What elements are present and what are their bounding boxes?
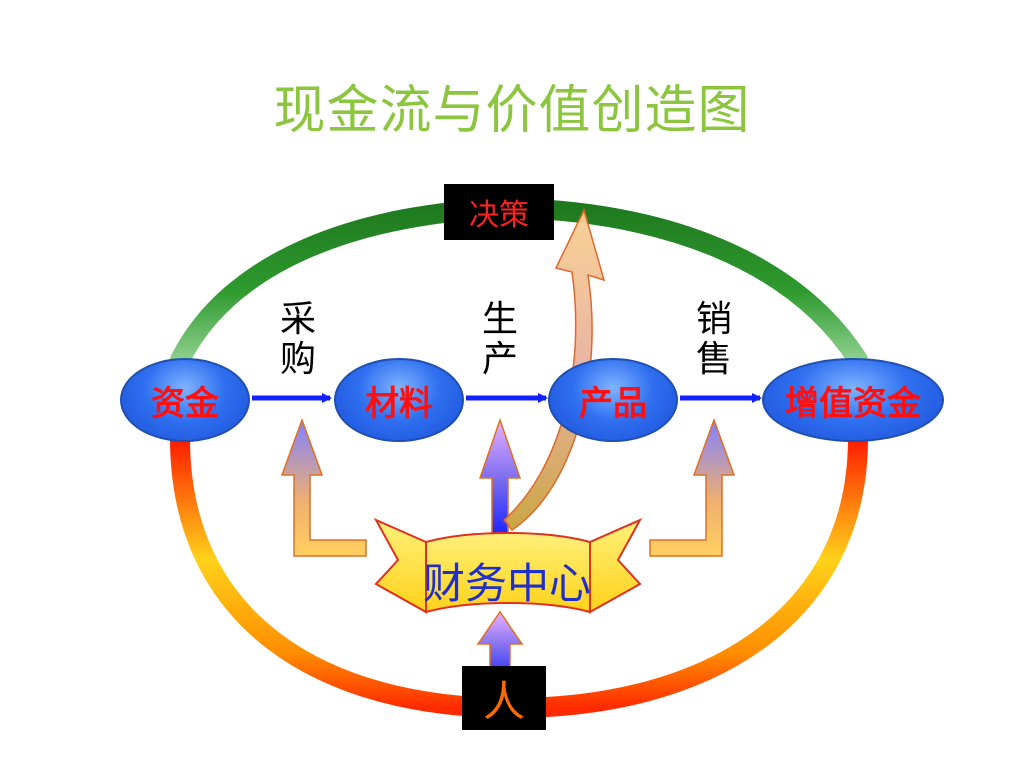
center-up-arrow	[478, 417, 522, 541]
node-capital: 资金	[120, 358, 250, 442]
node-materials-label: 材料	[365, 383, 433, 424]
node-added-value-capital-label: 增值资金	[785, 383, 921, 424]
finance-center-banner	[373, 517, 643, 614]
node-products-label: 产品	[579, 383, 647, 424]
finance-center-label: 财务中心	[422, 558, 591, 608]
node-capital-label: 资金	[151, 383, 219, 424]
node-materials: 材料	[334, 358, 464, 442]
sales-label: 销 售	[692, 300, 736, 380]
node-products: 产品	[548, 358, 678, 442]
curved-decision-arrow	[502, 207, 606, 532]
production-label: 生 产	[478, 300, 522, 380]
production-char-2: 产	[481, 339, 518, 380]
production-char-1: 生	[481, 299, 518, 340]
node-added-value-capital: 增值资金	[762, 358, 944, 442]
diagram-title: 现金流与价值创造图	[273, 81, 751, 141]
left-elbow-arrow	[280, 417, 367, 557]
purchase-char-2: 购	[279, 339, 316, 380]
sales-char-1: 销	[695, 299, 732, 340]
right-elbow-arrow	[649, 417, 736, 557]
purchase-char-1: 采	[279, 299, 316, 340]
person-box: 人	[462, 666, 546, 730]
purchase-label: 采 购	[276, 300, 320, 380]
person-label: 人	[482, 676, 525, 726]
decision-label: 决策	[469, 198, 529, 233]
decision-box: 决策	[444, 184, 554, 240]
sales-char-2: 售	[695, 339, 732, 380]
